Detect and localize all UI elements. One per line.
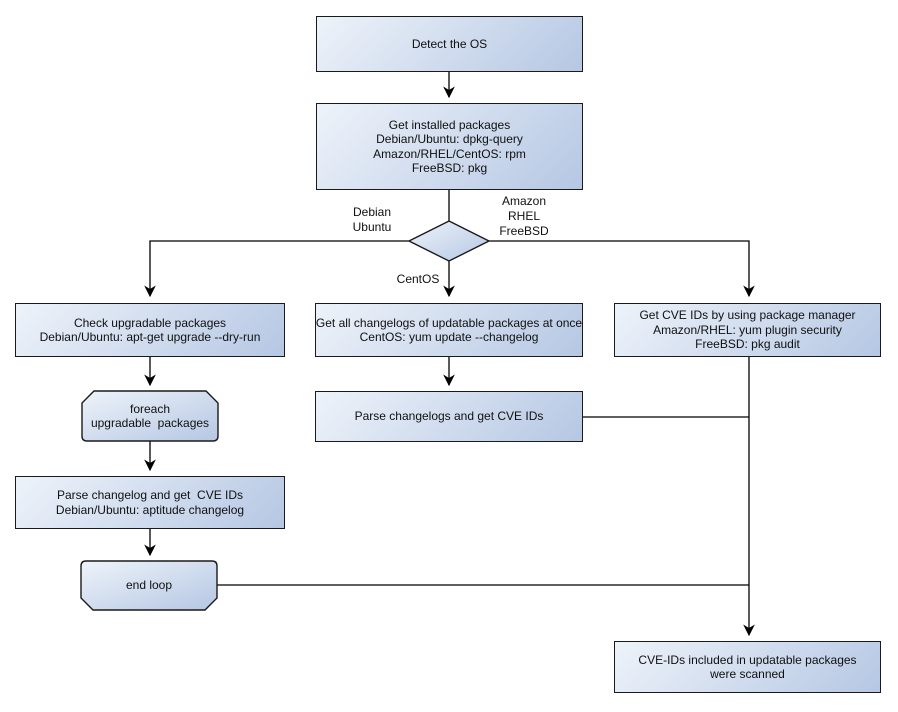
node-parse-changelog-left: Parse changelog and get CVE IDs Debian/U… bbox=[15, 476, 285, 529]
node-check-upgradable-packages: Check upgradable packages Debian/Ubuntu:… bbox=[15, 303, 285, 357]
node-get-installed-packages: Get installed packages Debian/Ubuntu: dp… bbox=[316, 103, 583, 190]
foreach-loop-shape bbox=[81, 390, 219, 442]
node-end-loop: end loop bbox=[125, 578, 173, 593]
node-scanned-result: CVE-IDs included in updatable packages w… bbox=[614, 641, 881, 693]
connector-decision-to-get-cve-ids bbox=[489, 240, 755, 298]
edge-label-centos: CentOS bbox=[396, 272, 440, 286]
node-detect-os: Detect the OS bbox=[316, 16, 583, 72]
node-get-all-changelogs: Get all changelogs of updatable packages… bbox=[315, 303, 583, 357]
edge-label-amazon-rhel-freebsd: Amazon RHEL FreeBSD bbox=[499, 194, 549, 238]
connector-decision-to-check-upgradable bbox=[144, 240, 409, 298]
end-loop-shape bbox=[80, 560, 218, 611]
node-foreach-upgradable-packages: foreach upgradable packages bbox=[90, 401, 210, 431]
node-parse-changelogs-mid: Parse changelogs and get CVE IDs bbox=[315, 391, 583, 442]
decision-diamond bbox=[407, 220, 491, 262]
node-get-cve-ids-right: Get CVE IDs by using package manager Ama… bbox=[614, 303, 881, 357]
edge-label-debian-ubuntu: Debian Ubuntu bbox=[352, 205, 392, 234]
